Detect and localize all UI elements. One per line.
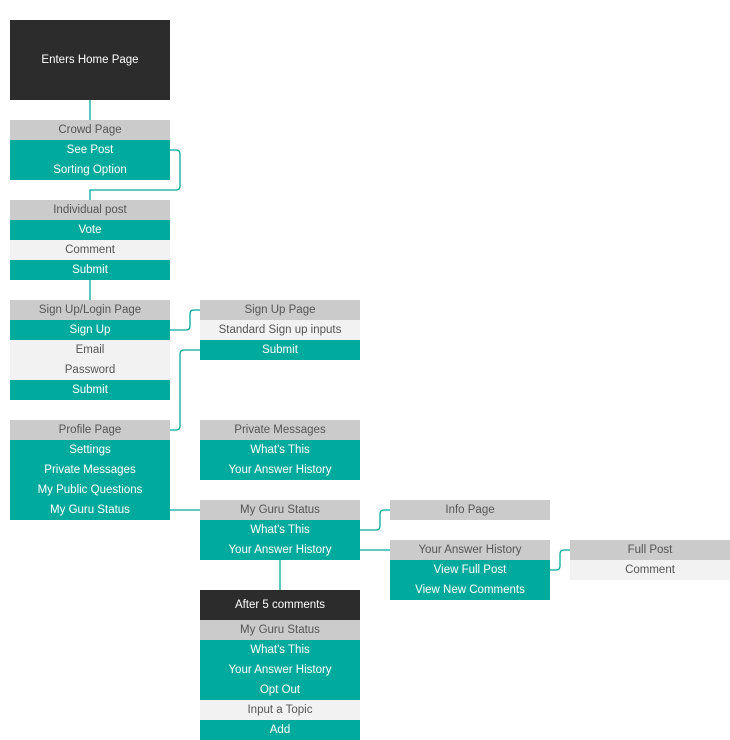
answer-history-box: Your Answer History View Full Post View … (390, 540, 550, 600)
guru-status-expanded-whats-this[interactable]: What's This (200, 640, 360, 660)
guru-status-expanded-answer-history[interactable]: Your Answer History (200, 660, 360, 680)
guru-status-title: My Guru Status (200, 500, 360, 520)
signup-page-box: Sign Up Page Standard Sign up inputs Sub… (200, 300, 360, 360)
signup-standard-inputs[interactable]: Standard Sign up inputs (200, 320, 360, 340)
guru-status-expanded-box: My Guru Status What's This Your Answer H… (200, 620, 360, 740)
private-messages-answer-history[interactable]: Your Answer History (200, 460, 360, 480)
signup-login-box: Sign Up/Login Page Sign Up Email Passwor… (10, 300, 170, 400)
guru-status-expanded-add[interactable]: Add (200, 720, 360, 740)
individual-vote[interactable]: Vote (10, 220, 170, 240)
guru-status-box: My Guru Status What's This Your Answer H… (200, 500, 360, 560)
profile-page-box: Profile Page Settings Private Messages M… (10, 420, 170, 520)
start-node: Enters Home Page (10, 20, 170, 100)
crowd-page-box: Crowd Page See Post Sorting Option (10, 120, 170, 180)
full-post-comment[interactable]: Comment (570, 560, 730, 580)
individual-submit[interactable]: Submit (10, 260, 170, 280)
signup-login-email[interactable]: Email (10, 340, 170, 360)
profile-settings[interactable]: Settings (10, 440, 170, 460)
individual-comment[interactable]: Comment (10, 240, 170, 260)
link-viewfullpost-fullpost (550, 549, 570, 571)
private-messages-title: Private Messages (200, 420, 360, 440)
signup-submit[interactable]: Submit (200, 340, 360, 360)
private-messages-whats-this[interactable]: What's This (200, 440, 360, 460)
answer-history-title: Your Answer History (390, 540, 550, 560)
signup-login-title: Sign Up/Login Page (10, 300, 170, 320)
individual-post-box: Individual post Vote Comment Submit (10, 200, 170, 280)
signup-login-submit[interactable]: Submit (10, 380, 170, 400)
profile-public-questions[interactable]: My Public Questions (10, 480, 170, 500)
after-5-comments-node: After 5 comments (200, 590, 360, 620)
signup-login-sign-up[interactable]: Sign Up (10, 320, 170, 340)
profile-page-title: Profile Page (10, 420, 170, 440)
after-5-comments-label: After 5 comments (234, 599, 326, 611)
profile-guru-status[interactable]: My Guru Status (10, 500, 170, 520)
private-messages-box: Private Messages What's This Your Answer… (200, 420, 360, 480)
answer-history-view-new-comments[interactable]: View New Comments (390, 580, 550, 600)
guru-status-expanded-title: My Guru Status (200, 620, 360, 640)
info-page-box: Info Page (390, 500, 550, 520)
signup-login-password[interactable]: Password (10, 360, 170, 380)
start-label: Enters Home Page (41, 54, 139, 66)
full-post-box: Full Post Comment (570, 540, 730, 580)
signup-page-title: Sign Up Page (200, 300, 360, 320)
guru-status-whats-this[interactable]: What's This (200, 520, 360, 540)
link-signup-submit-profile (170, 349, 200, 431)
crowd-see-post[interactable]: See Post (10, 140, 170, 160)
link-signup-signup-page (170, 309, 200, 331)
profile-private-messages[interactable]: Private Messages (10, 460, 170, 480)
crowd-sorting-option[interactable]: Sorting Option (10, 160, 170, 180)
full-post-title: Full Post (570, 540, 730, 560)
guru-status-expanded-input-topic[interactable]: Input a Topic (200, 700, 360, 720)
guru-status-answer-history[interactable]: Your Answer History (200, 540, 360, 560)
info-page-title: Info Page (390, 500, 550, 520)
crowd-page-title: Crowd Page (10, 120, 170, 140)
guru-status-expanded-opt-out[interactable]: Opt Out (200, 680, 360, 700)
answer-history-view-full-post[interactable]: View Full Post (390, 560, 550, 580)
individual-post-title: Individual post (10, 200, 170, 220)
link-whatsthis-info (360, 509, 390, 531)
